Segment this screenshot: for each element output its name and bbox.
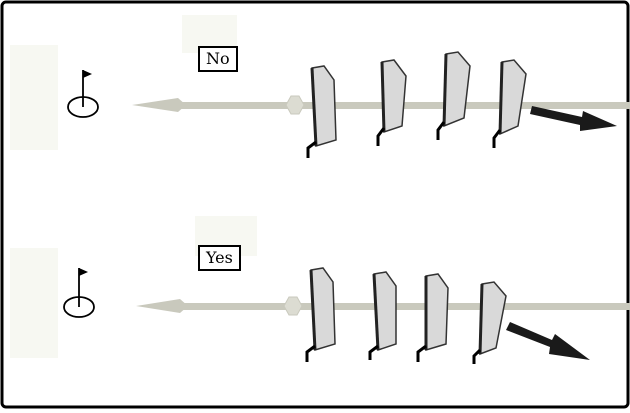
bg-tint bbox=[10, 45, 58, 150]
golf-club-icon bbox=[305, 267, 336, 362]
ball-path-line bbox=[132, 95, 630, 115]
golf-club-icon bbox=[436, 51, 471, 140]
golf-club-icon bbox=[492, 59, 527, 148]
golf-club-icon bbox=[368, 271, 397, 360]
golf-flag-icon bbox=[67, 70, 99, 118]
ball-path-line bbox=[136, 296, 630, 316]
golf-club-icon bbox=[416, 273, 449, 362]
label-no: No bbox=[198, 46, 238, 72]
golf-club-icon bbox=[376, 59, 407, 146]
arrow-icon bbox=[506, 322, 590, 360]
arrow-icon bbox=[530, 106, 617, 131]
panel-yes bbox=[63, 267, 630, 364]
panel-no bbox=[67, 51, 630, 158]
bg-tint bbox=[10, 248, 58, 358]
label-yes: Yes bbox=[198, 245, 241, 271]
golf-club-icon bbox=[306, 65, 337, 158]
golf-flag-icon bbox=[63, 268, 95, 318]
golf-club-icon bbox=[472, 281, 507, 364]
